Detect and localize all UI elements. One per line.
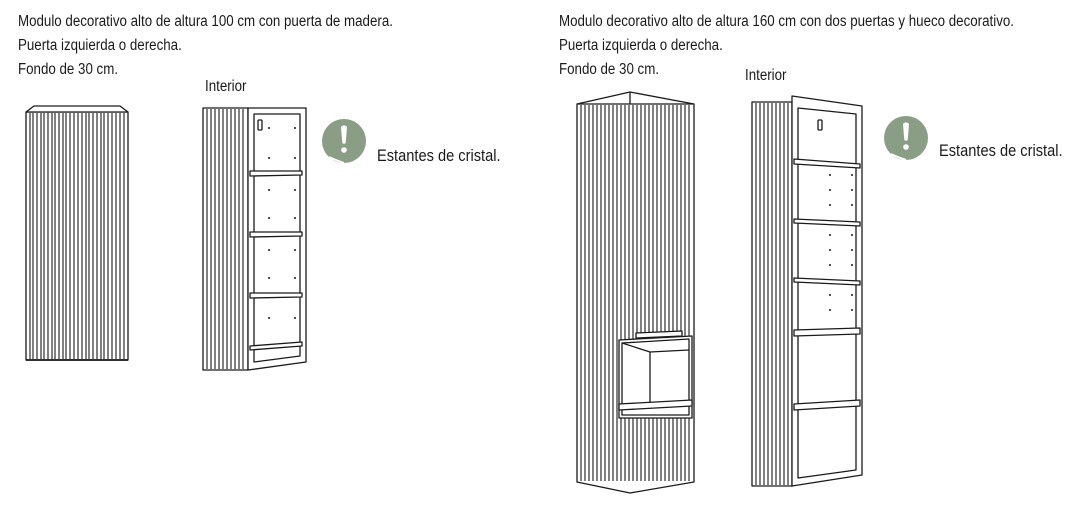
left-interior-label: Interior [205,78,247,95]
right-interior-door-slats [755,103,789,485]
left-exclamation-badge-icon [322,119,366,164]
right-desc-line-3: Fondo de 30 cm. [559,61,660,78]
left-desc-line-2: Puerta izquierda o derecha. [18,37,182,54]
right-description: Modulo decorativo alto de altura 160 cm … [559,10,1014,82]
right-closed-front-slats [580,105,690,481]
right-interior-label: Interior [745,67,787,84]
right-note: Estantes de cristal. [939,141,1063,160]
left-interior-shelf-holes [268,127,296,319]
right-interior-shelf-holes [829,174,853,311]
left-desc-line-1: Modulo decorativo alto de altura 100 cm … [18,13,393,30]
right-closed-cabinet [576,91,695,494]
right-desc-line-1: Modulo decorativo alto de altura 160 cm … [559,13,1014,30]
left-desc-line-3: Fondo de 30 cm. [18,61,119,78]
left-note: Estantes de cristal. [377,146,501,165]
left-interior-door-slats [206,109,244,369]
right-desc-line-2: Puerta izquierda o derecha. [559,37,723,54]
left-closed-front-slats [29,113,125,359]
right-exclamation-badge-icon [884,116,928,161]
left-interior-cabinet [202,107,307,371]
left-description: Modulo decorativo alto de altura 100 cm … [18,10,393,82]
right-decorative-niche [618,330,693,419]
left-closed-cabinet [25,105,129,361]
right-interior-cabinet [751,95,863,487]
